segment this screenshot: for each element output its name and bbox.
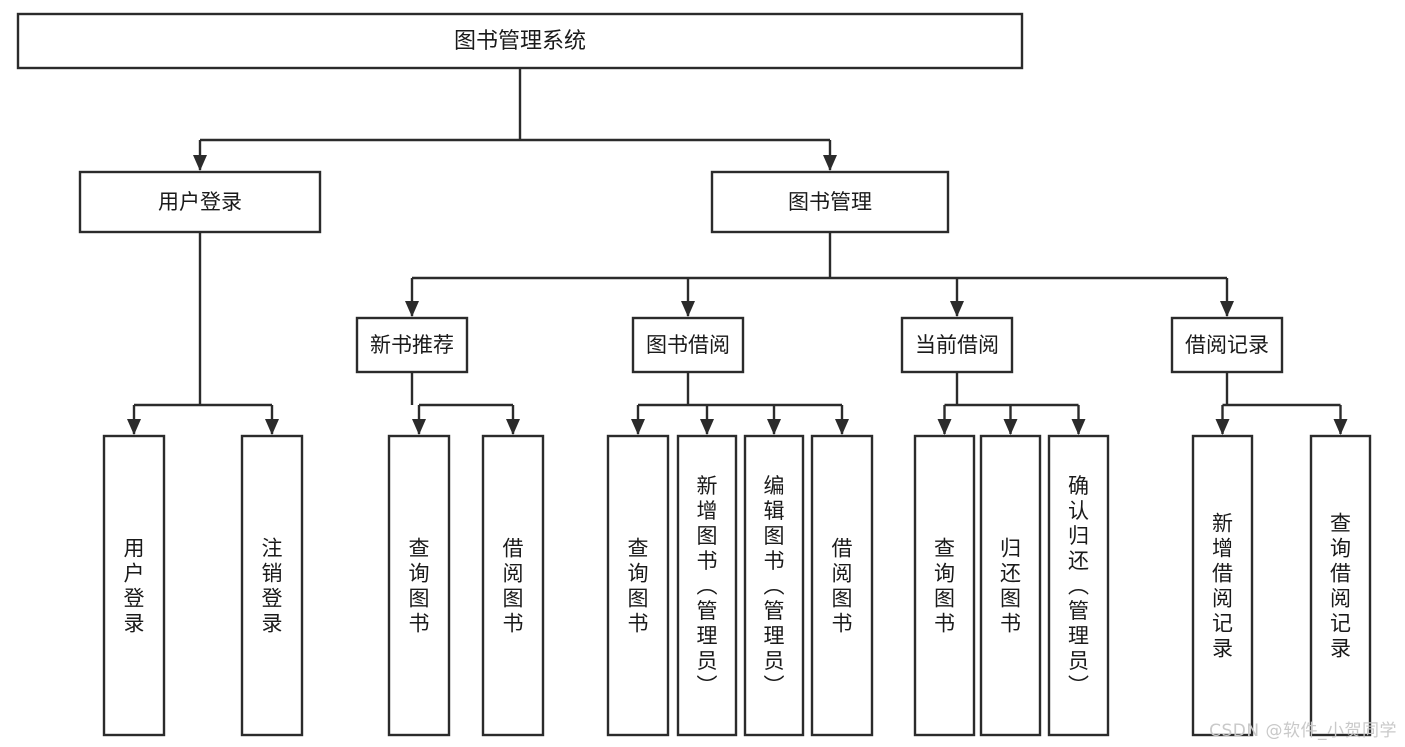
node-label-vertical: 新增图书︵管理员︶ bbox=[697, 474, 718, 698]
arrowhead-icon bbox=[835, 419, 849, 435]
node-leaf-查询借阅记录[interactable]: 查询借阅记录 bbox=[1309, 434, 1372, 737]
node-l2-借阅记录[interactable]: 借阅记录 bbox=[1170, 316, 1284, 374]
arrowhead-icon bbox=[823, 155, 837, 171]
arrowhead-icon bbox=[950, 301, 964, 317]
node-label-vertical: 借阅图书 bbox=[503, 537, 524, 636]
node-label: 用户登录 bbox=[158, 190, 242, 214]
arrowhead-icon bbox=[405, 301, 419, 317]
node-box bbox=[387, 434, 451, 737]
node-label-vertical: 查询借阅记录 bbox=[1330, 512, 1351, 661]
node-leaf-借阅图书[interactable]: 借阅图书 bbox=[481, 434, 545, 737]
node-leaf-归还图书[interactable]: 归还图书 bbox=[979, 434, 1042, 737]
node-leaf-注销登录[interactable]: 注销登录 bbox=[240, 434, 304, 737]
arrowhead-icon bbox=[631, 419, 645, 435]
arrowhead-icon bbox=[767, 419, 781, 435]
node-label-vertical: 借阅图书 bbox=[832, 537, 853, 636]
node-box bbox=[1191, 434, 1254, 737]
node-leaf-借阅图书[interactable]: 借阅图书 bbox=[810, 434, 874, 737]
node-root-图书管理系统[interactable]: 图书管理系统 bbox=[16, 12, 1024, 70]
node-box bbox=[710, 170, 950, 234]
csdn-watermark: CSDN @软件_小贺同学 bbox=[1209, 721, 1397, 741]
arrowhead-icon bbox=[193, 155, 207, 171]
node-leaf-用户登录[interactable]: 用户登录 bbox=[102, 434, 166, 737]
node-box bbox=[240, 434, 304, 737]
node-label-vertical: 查询图书 bbox=[628, 537, 649, 636]
node-label-vertical: 编辑图书︵管理员︶ bbox=[764, 474, 785, 698]
node-label-vertical: 新增借阅记录 bbox=[1212, 512, 1233, 661]
node-leaf-新增借阅记录[interactable]: 新增借阅记录 bbox=[1191, 434, 1254, 737]
node-label-vertical: 查询图书 bbox=[409, 537, 430, 636]
node-l2-当前借阅[interactable]: 当前借阅 bbox=[900, 316, 1014, 374]
arrowhead-icon bbox=[1071, 419, 1086, 435]
arrowhead-icon bbox=[1003, 419, 1018, 435]
node-box bbox=[1309, 434, 1372, 737]
node-leaf-编辑图书管理员[interactable]: 编辑图书︵管理员︶ bbox=[743, 434, 805, 737]
node-l2-新书推荐[interactable]: 新书推荐 bbox=[355, 316, 469, 374]
arrowhead-icon bbox=[1215, 419, 1230, 435]
node-leaf-查询图书[interactable]: 查询图书 bbox=[387, 434, 451, 737]
node-leaf-查询图书[interactable]: 查询图书 bbox=[606, 434, 670, 737]
node-box bbox=[16, 12, 1024, 70]
node-box bbox=[481, 434, 545, 737]
node-layer: 图书管理系统用户登录图书管理新书推荐图书借阅当前借阅借阅记录用户登录注销登录查询… bbox=[16, 12, 1372, 737]
node-label: 借阅记录 bbox=[1185, 333, 1269, 357]
node-box bbox=[979, 434, 1042, 737]
node-leaf-新增图书管理员[interactable]: 新增图书︵管理员︶ bbox=[676, 434, 738, 737]
node-leaf-确认归还管理员[interactable]: 确认归还︵管理员︶ bbox=[1047, 434, 1110, 737]
node-box bbox=[1170, 316, 1284, 374]
node-box bbox=[1047, 434, 1110, 737]
node-label-vertical: 用户登录 bbox=[124, 537, 145, 636]
node-label: 图书管理系统 bbox=[454, 29, 586, 54]
node-box bbox=[900, 316, 1014, 374]
node-box bbox=[913, 434, 976, 737]
node-label: 当前借阅 bbox=[915, 333, 999, 357]
node-box bbox=[810, 434, 874, 737]
node-label: 新书推荐 bbox=[370, 333, 454, 357]
arrowhead-icon bbox=[506, 419, 520, 435]
node-label: 图书借阅 bbox=[646, 333, 730, 357]
node-box bbox=[606, 434, 670, 737]
arrowhead-icon bbox=[412, 419, 426, 435]
arrowhead-icon bbox=[127, 419, 141, 435]
node-leaf-查询图书[interactable]: 查询图书 bbox=[913, 434, 976, 737]
node-label-vertical: 查询图书 bbox=[934, 537, 955, 636]
node-box bbox=[631, 316, 745, 374]
connector-layer bbox=[127, 68, 1348, 435]
arrowhead-icon bbox=[937, 419, 952, 435]
node-l2-图书借阅[interactable]: 图书借阅 bbox=[631, 316, 745, 374]
node-l1-图书管理[interactable]: 图书管理 bbox=[710, 170, 950, 234]
node-box bbox=[102, 434, 166, 737]
node-box bbox=[355, 316, 469, 374]
arrowhead-icon bbox=[1220, 301, 1234, 317]
arrowhead-icon bbox=[681, 301, 695, 317]
arrowhead-icon bbox=[700, 419, 714, 435]
node-l1-用户登录[interactable]: 用户登录 bbox=[78, 170, 322, 234]
arrowhead-icon bbox=[265, 419, 279, 435]
node-box bbox=[676, 434, 738, 737]
arrowhead-icon bbox=[1333, 419, 1348, 435]
node-box bbox=[743, 434, 805, 737]
node-label: 图书管理 bbox=[788, 190, 872, 214]
node-box bbox=[78, 170, 322, 234]
node-label-vertical: 确认归还︵管理员︶ bbox=[1068, 474, 1089, 698]
node-label-vertical: 注销登录 bbox=[262, 537, 283, 636]
node-label-vertical: 归还图书 bbox=[1000, 537, 1021, 636]
